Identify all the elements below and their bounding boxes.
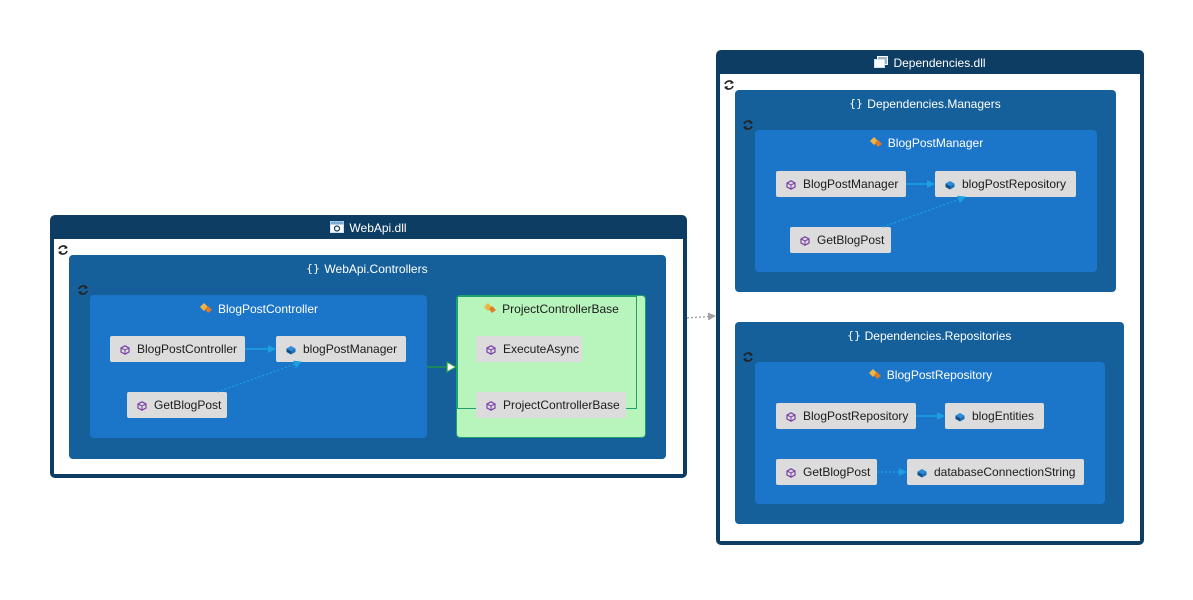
blogpostrepository-ctor-member[interactable]: BlogPostRepository bbox=[776, 403, 916, 429]
getblogpost-method-member[interactable]: GetBlogPost bbox=[127, 392, 227, 418]
getblogpost-method-member[interactable]: GetBlogPost bbox=[790, 227, 891, 253]
projectcontrollerbase-ctor-member[interactable]: ProjectControllerBase bbox=[476, 392, 626, 418]
base-class-title: ProjectControllerBase bbox=[502, 302, 619, 316]
class-icon bbox=[868, 368, 882, 384]
refresh-icon[interactable] bbox=[741, 350, 755, 364]
controller-class-title: BlogPostController bbox=[217, 302, 319, 316]
refresh-icon[interactable] bbox=[741, 118, 755, 132]
inheritance-arrowhead bbox=[446, 360, 458, 374]
field-icon bbox=[945, 179, 955, 190]
getblogpost-method-member[interactable]: GetBlogPost bbox=[776, 459, 877, 485]
repository-class-title: BlogPostRepository bbox=[886, 368, 993, 382]
svg-text:{}: {} bbox=[850, 97, 862, 109]
repositories-namespace-title: Dependencies.Repositories bbox=[864, 329, 1012, 343]
dependencies-assembly-title: Dependencies.dll bbox=[893, 56, 986, 70]
blogpostmanager-ctor-member[interactable]: BlogPostManager bbox=[776, 171, 906, 197]
namespace-icon: {} bbox=[306, 262, 320, 278]
field-icon bbox=[286, 344, 296, 355]
method-cube-icon bbox=[786, 411, 796, 422]
dll-icon bbox=[874, 55, 889, 72]
webapi-namespace-title: WebApi.Controllers bbox=[324, 262, 428, 276]
method-cube-icon bbox=[137, 400, 147, 411]
namespace-icon: {} bbox=[847, 329, 861, 345]
assembly-icon bbox=[330, 220, 345, 237]
field-icon bbox=[955, 411, 965, 422]
method-cube-icon bbox=[786, 467, 796, 478]
method-cube-icon bbox=[800, 235, 810, 246]
refresh-icon[interactable] bbox=[56, 243, 70, 257]
class-icon bbox=[199, 302, 213, 318]
executeasync-method-member[interactable]: ExecuteAsync bbox=[476, 336, 582, 362]
databaseconnectionstring-field-member[interactable]: databaseConnectionString bbox=[907, 459, 1084, 485]
blogpostrepository-field-member[interactable]: blogPostRepository bbox=[935, 171, 1076, 197]
read-edge[interactable] bbox=[882, 195, 966, 228]
blogpostcontroller-ctor-member[interactable]: BlogPostController bbox=[110, 336, 245, 362]
class-icon bbox=[483, 302, 497, 318]
class-icon bbox=[869, 136, 883, 152]
blogentities-field-member[interactable]: blogEntities bbox=[945, 403, 1044, 429]
refresh-icon[interactable] bbox=[722, 78, 736, 92]
refresh-icon[interactable] bbox=[76, 283, 90, 297]
assembly-dependency-edge[interactable] bbox=[686, 312, 716, 321]
manager-class-title: BlogPostManager bbox=[887, 136, 984, 150]
blogpostmanager-field-member[interactable]: blogPostManager bbox=[276, 336, 406, 362]
namespace-icon: {} bbox=[849, 97, 863, 113]
method-cube-icon bbox=[120, 344, 130, 355]
managers-namespace-title: Dependencies.Managers bbox=[867, 97, 1001, 111]
field-icon bbox=[917, 467, 927, 478]
svg-text:{}: {} bbox=[307, 262, 319, 274]
method-cube-icon bbox=[486, 344, 496, 355]
method-cube-icon bbox=[786, 179, 796, 190]
method-cube-icon bbox=[486, 400, 496, 411]
read-edge[interactable] bbox=[216, 360, 302, 393]
webapi-assembly-title: WebApi.dll bbox=[349, 221, 407, 235]
svg-text:{}: {} bbox=[848, 329, 860, 341]
